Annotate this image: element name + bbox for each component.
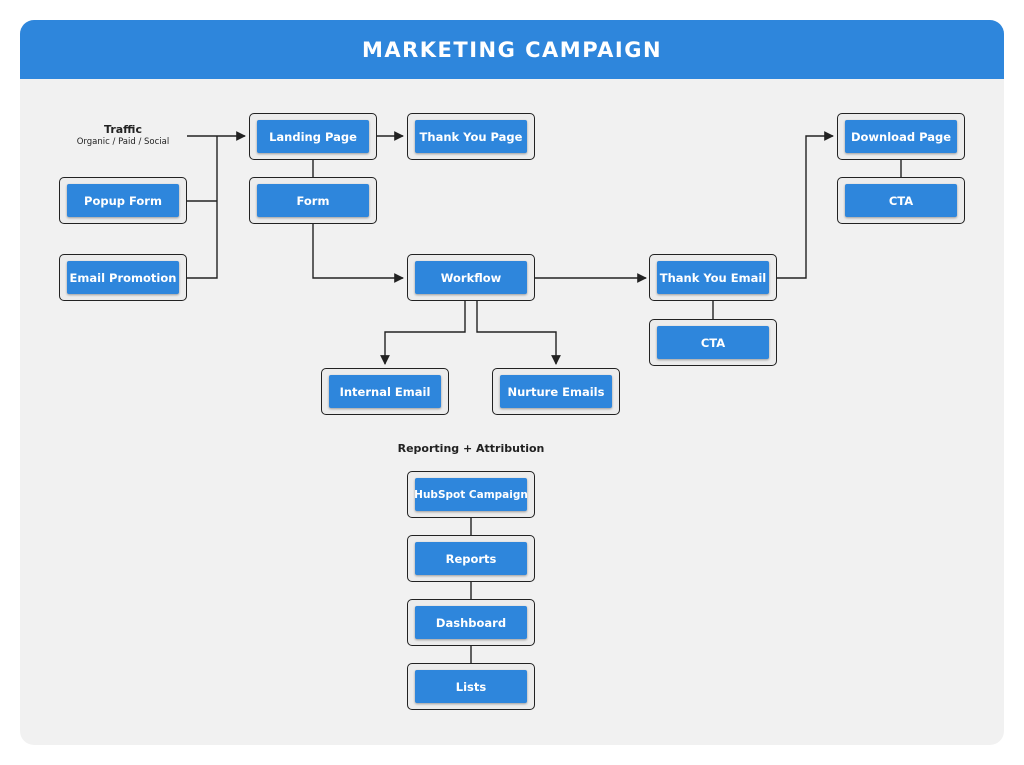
download-page-label: Download Page (845, 120, 957, 153)
landing-page-node[interactable]: Landing Page (249, 113, 377, 160)
connector-workflow-to-nurture (476, 301, 561, 365)
reports-node[interactable]: Reports (407, 535, 535, 582)
connector-email-promo-join (187, 136, 218, 279)
popup-form-node[interactable]: Popup Form (59, 177, 187, 224)
nurture-emails-node[interactable]: Nurture Emails (492, 368, 620, 415)
traffic-subtitle: Organic / Paid / Social (76, 137, 170, 147)
workflow-node[interactable]: Workflow (407, 254, 535, 301)
email-promotion-node[interactable]: Email Promotion (59, 254, 187, 301)
thank-you-email-node[interactable]: Thank You Email (649, 254, 777, 301)
reporting-heading: Reporting + Attribution (397, 442, 545, 455)
thank-you-email-label: Thank You Email (657, 261, 769, 294)
dashboard-node[interactable]: Dashboard (407, 599, 535, 646)
connector-thankyou-email-to-download (777, 131, 834, 279)
cta-download-node[interactable]: CTA (837, 177, 965, 224)
form-label: Form (257, 184, 369, 217)
thank-you-page-node[interactable]: Thank You Page (407, 113, 535, 160)
landing-page-label: Landing Page (257, 120, 369, 153)
reports-label: Reports (415, 542, 527, 575)
traffic-heading: Traffic (104, 123, 142, 136)
internal-email-node[interactable]: Internal Email (321, 368, 449, 415)
lists-label: Lists (415, 670, 527, 703)
form-node[interactable]: Form (249, 177, 377, 224)
popup-form-label: Popup Form (67, 184, 179, 217)
cta-email-label: CTA (657, 326, 769, 359)
traffic-label: Traffic Organic / Paid / Social (58, 123, 188, 147)
connector-workflow-to-internal (380, 301, 466, 365)
cta-download-label: CTA (845, 184, 957, 217)
cta-email-node[interactable]: CTA (649, 319, 777, 366)
thank-you-page-label: Thank You Page (415, 120, 527, 153)
internal-email-label: Internal Email (329, 375, 441, 408)
dashboard-label: Dashboard (415, 606, 527, 639)
hubspot-campaign-node[interactable]: HubSpot Campaign (407, 471, 535, 518)
diagram-title: MARKETING CAMPAIGN (361, 37, 663, 62)
workflow-label: Workflow (415, 261, 527, 294)
connector-form-to-workflow (312, 224, 404, 283)
title-banner: MARKETING CAMPAIGN (20, 20, 1004, 79)
lists-node[interactable]: Lists (407, 663, 535, 710)
nurture-emails-label: Nurture Emails (500, 375, 612, 408)
download-page-node[interactable]: Download Page (837, 113, 965, 160)
hubspot-campaign-label: HubSpot Campaign (414, 478, 528, 511)
email-promotion-label: Email Promotion (67, 261, 179, 294)
